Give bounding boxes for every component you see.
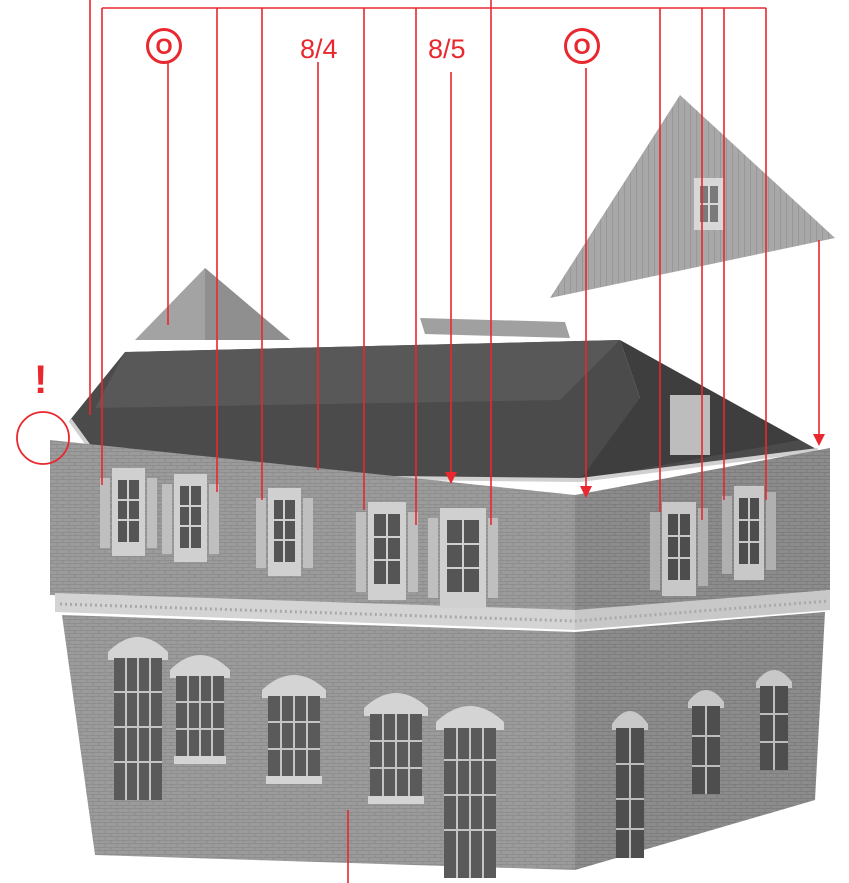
warning-circle (17, 412, 69, 464)
warning-mark: ! (34, 360, 47, 400)
optional-marker-left: O (146, 28, 182, 64)
part-label-8-5: 8/5 (428, 34, 466, 64)
part-label-8-4: 8/4 (300, 34, 338, 64)
optional-marker-right: O (564, 28, 600, 64)
optional-marker-right-label: O (567, 34, 597, 60)
rear-gable (135, 268, 290, 340)
optional-marker-left-label: O (149, 34, 179, 60)
ridge-cap-part (420, 318, 570, 338)
gable-piece (550, 95, 835, 298)
